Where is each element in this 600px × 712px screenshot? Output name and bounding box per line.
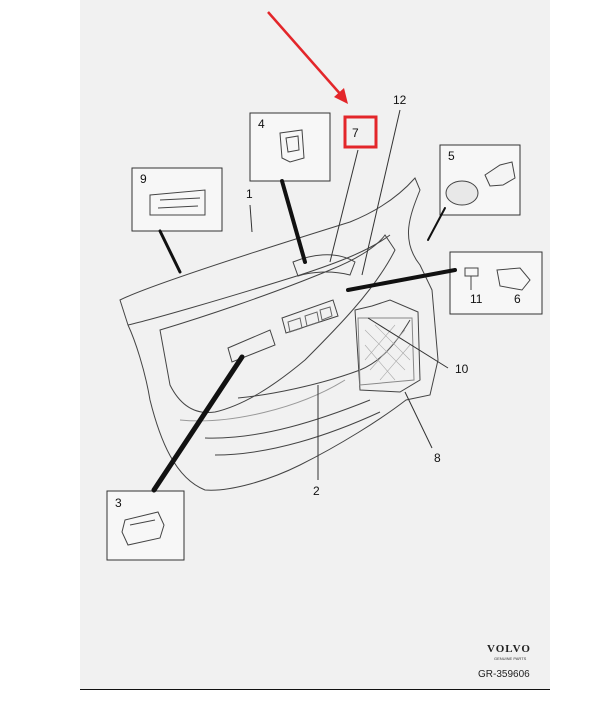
- callout-9: 9: [140, 172, 147, 186]
- callout-4: 4: [258, 117, 265, 131]
- bottom-divider: [80, 689, 550, 690]
- brand-block: VOLVO GENUINE PARTS GR-359606: [478, 643, 531, 680]
- callout-11: 11: [470, 292, 483, 306]
- callout-5: 5: [448, 149, 455, 163]
- red-pointer-arrow: [267, 11, 348, 104]
- callout-12: 12: [393, 93, 407, 107]
- callout-1: 1: [246, 187, 253, 201]
- callout-3: 3: [115, 496, 122, 510]
- callout-2: 2: [313, 484, 320, 498]
- reference-code: GR-359606: [478, 669, 530, 680]
- part-box-11-6: 11 6: [449, 251, 543, 315]
- leader-lines-thin: [249, 109, 449, 480]
- callout-10: 10: [455, 362, 469, 376]
- door-panel-drawing: [119, 177, 439, 491]
- part-box-3: 3: [106, 490, 185, 561]
- part-box-5: 5: [439, 144, 521, 216]
- part-box-4: 4: [249, 112, 331, 182]
- callout-8: 8: [434, 451, 441, 465]
- highlight-frame: [343, 115, 378, 149]
- callout-7: 7: [352, 126, 359, 140]
- highlight-box-7: 7: [343, 115, 378, 149]
- callout-6: 6: [514, 292, 521, 306]
- part-box-9: 9: [131, 167, 223, 232]
- leader-lines-thick: [151, 179, 457, 493]
- genuine-parts-text: GENUINE PARTS: [494, 656, 527, 661]
- volvo-logo-text: VOLVO: [487, 643, 531, 655]
